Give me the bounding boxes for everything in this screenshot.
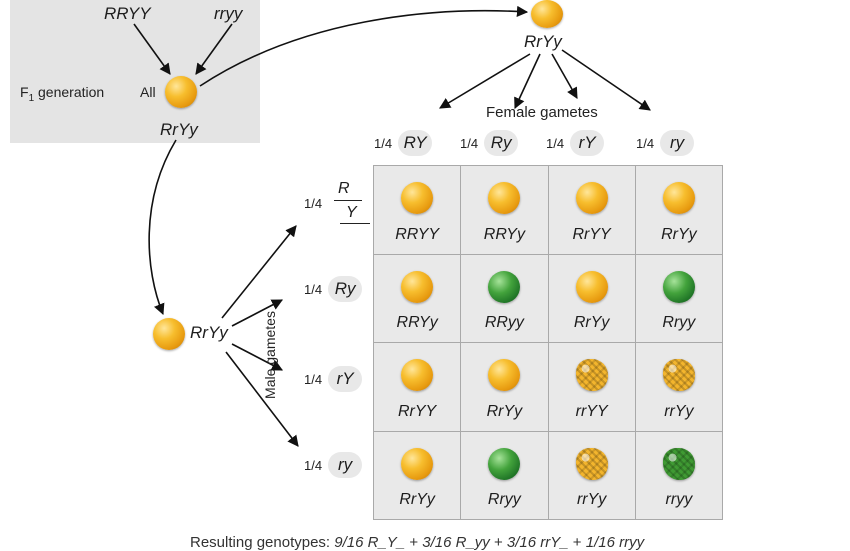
arrow-rryy-to-f1 bbox=[133, 23, 171, 75]
arrow-left-to-m4 bbox=[225, 351, 299, 447]
cell-genotype: RrYy bbox=[486, 402, 523, 420]
round-yellow-pea-icon bbox=[401, 182, 434, 214]
cell-genotype: RRYy bbox=[396, 314, 438, 331]
punnett-cell: rrYy bbox=[548, 431, 635, 519]
punnett-cell: RRYy bbox=[374, 254, 461, 342]
punnett-cell: RRyy bbox=[461, 254, 548, 342]
left-pea-icon bbox=[153, 318, 185, 350]
round-green-pea-icon bbox=[662, 270, 695, 303]
arrow-f1-to-left bbox=[148, 139, 177, 316]
round-green-pea-icon bbox=[488, 270, 521, 303]
round-yellow-pea-icon bbox=[488, 182, 521, 214]
arrow-rryy2-to-f1 bbox=[195, 23, 233, 75]
round-yellow-pea-icon bbox=[575, 270, 608, 303]
arrow-top-to-ry4 bbox=[561, 49, 651, 111]
cell-genotype: RRYy bbox=[483, 225, 525, 243]
wrinkled-yellow-pea-icon bbox=[575, 359, 608, 391]
f1-all-label: All bbox=[140, 84, 156, 100]
arrow-top-to-ry3 bbox=[551, 53, 578, 99]
top-pea-icon bbox=[531, 0, 563, 28]
male-gametes-title: Male gametes bbox=[262, 311, 278, 399]
cell-genotype: Rryy bbox=[487, 491, 521, 508]
arrow-top-to-ry1 bbox=[439, 53, 531, 109]
f1-genotype: RrYy bbox=[160, 120, 198, 139]
cell-genotype: rrYy bbox=[576, 491, 607, 508]
punnett-cell: RrYY bbox=[548, 166, 635, 254]
cell-genotype: rryy bbox=[665, 491, 693, 508]
round-yellow-pea-icon bbox=[401, 447, 434, 480]
f1-pea-icon bbox=[165, 76, 197, 108]
arrow-left-to-m1 bbox=[221, 225, 297, 319]
punnett-cell: rryy bbox=[635, 431, 722, 519]
cell-genotype: RrYY bbox=[572, 225, 611, 243]
punnett-cell: rrYy bbox=[635, 343, 722, 431]
cell-genotype: RrYY bbox=[398, 402, 437, 420]
round-yellow-pea-icon bbox=[401, 270, 434, 303]
cell-genotype: RrYy bbox=[661, 225, 697, 243]
female-gametes-title: Female gametes bbox=[486, 104, 598, 121]
round-yellow-pea-icon bbox=[488, 359, 521, 391]
arrow-top-to-ry2 bbox=[514, 53, 541, 110]
f1-generation-label: F1 generation bbox=[20, 84, 105, 104]
punnett-cell: rrYY bbox=[548, 343, 635, 431]
wrinkled-green-pea-icon bbox=[662, 447, 695, 480]
wrinkled-yellow-pea-icon bbox=[662, 359, 695, 391]
left-genotype: RrYy bbox=[190, 323, 228, 342]
cell-genotype: rrYy bbox=[664, 402, 694, 420]
resulting-genotypes: Resulting genotypes: 9/16 R_Y_ + 3/16 R_… bbox=[190, 534, 645, 551]
cell-genotype: RRYY bbox=[395, 225, 440, 243]
round-yellow-pea-icon bbox=[575, 182, 608, 214]
cell-genotype: Rryy bbox=[662, 314, 696, 331]
punnett-cell: RrYy bbox=[461, 343, 548, 431]
punnett-cell: Rryy bbox=[461, 431, 548, 519]
parent-genotype-left: RRYY bbox=[104, 4, 151, 23]
wrinkled-yellow-pea-icon bbox=[575, 447, 608, 480]
punnett-cell: RrYy bbox=[635, 166, 722, 254]
male-gamete-1: 1/4 R Y bbox=[304, 180, 370, 230]
punnett-cell: RRYy bbox=[461, 166, 548, 254]
punnett-cell: Rryy bbox=[635, 254, 722, 342]
top-genotype: RrYy bbox=[524, 32, 562, 51]
round-yellow-pea-icon bbox=[662, 182, 695, 214]
punnett-cell: RRYY bbox=[374, 166, 461, 254]
cell-genotype: rrYY bbox=[575, 402, 608, 420]
punnett-cell: RrYY bbox=[374, 343, 461, 431]
arrow-left-to-m3 bbox=[231, 343, 283, 371]
cell-genotype: RrYy bbox=[573, 314, 610, 331]
punnett-cell: RrYy bbox=[548, 254, 635, 342]
arrow-f1-to-top bbox=[199, 5, 529, 87]
round-yellow-pea-icon bbox=[401, 359, 434, 391]
cell-genotype: RrYy bbox=[399, 491, 435, 508]
cell-genotype: RRyy bbox=[484, 314, 524, 331]
parent-genotype-right: rryy bbox=[214, 4, 243, 23]
punnett-cell: RrYy bbox=[374, 431, 461, 519]
round-green-pea-icon bbox=[488, 447, 521, 480]
f1-panel bbox=[10, 0, 260, 143]
arrow-left-to-m2 bbox=[231, 299, 283, 327]
